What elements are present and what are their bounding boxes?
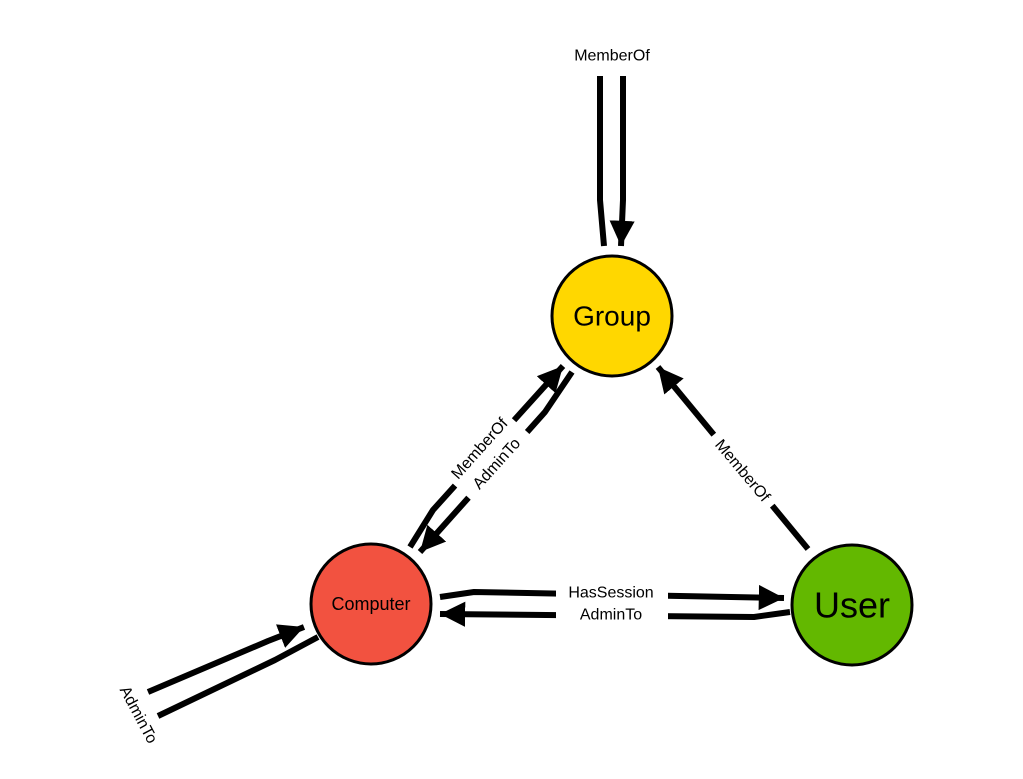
edge-arrow-line <box>407 363 566 549</box>
node-computer[interactable]: Computer <box>309 542 433 666</box>
edge-group-adminto-computer[interactable] <box>417 370 575 554</box>
edge-incoming-adminto-computer[interactable]: AdminTo <box>116 624 320 747</box>
edge-arrow-line <box>439 584 785 611</box>
edge-line <box>597 76 607 247</box>
edge-computer-hassession-user[interactable] <box>439 584 785 611</box>
edge-computer-memberof-group[interactable] <box>407 363 566 549</box>
node-label: User <box>814 585 890 626</box>
node-circle <box>790 543 914 667</box>
node-label: Computer <box>331 594 410 614</box>
edge-label-adminto: AdminTo <box>580 607 642 624</box>
edge-label: MemberOf <box>574 48 650 65</box>
node-group[interactable]: Group <box>550 254 674 378</box>
edge-arrow-line <box>146 624 306 695</box>
edge-label-hassession: HasSession <box>568 585 653 602</box>
edge-user-memberof-group[interactable]: MemberOf <box>655 365 811 551</box>
node-circle <box>309 542 433 666</box>
edge-labels-computer-group: MemberOf AdminTo <box>443 409 533 503</box>
node-user[interactable]: User <box>790 543 914 667</box>
edge-arrow-line <box>417 370 575 554</box>
edge-label: AdminTo <box>116 684 160 747</box>
edge-arrow-line <box>609 76 635 247</box>
edge-arrow-line <box>439 601 791 627</box>
node-label: Group <box>573 301 651 332</box>
edge-user-adminto-computer[interactable] <box>439 601 791 627</box>
edge-label: MemberOf <box>711 437 773 506</box>
edge-incoming-memberof-group[interactable]: MemberOf <box>574 48 650 247</box>
edge-labels-computer-user: HasSession AdminTo <box>556 582 668 626</box>
node-circle <box>550 254 674 378</box>
